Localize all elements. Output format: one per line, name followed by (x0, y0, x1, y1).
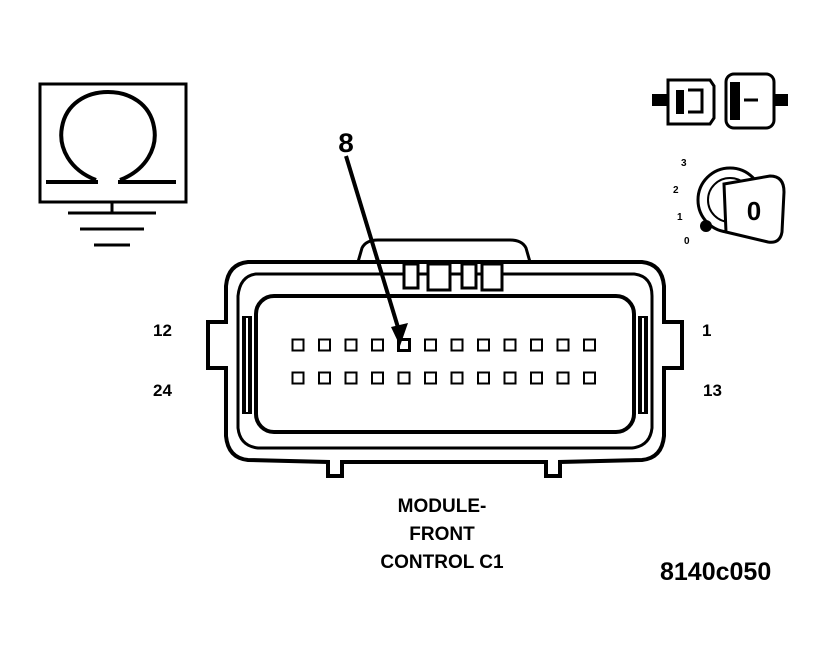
ignition-key-label: 0 (747, 196, 761, 226)
cavity-21 (371, 371, 384, 385)
cavity-23 (318, 371, 331, 385)
connector-title-line-1: MODULE- (398, 496, 487, 517)
connector-title-line-3: CONTROL C1 (380, 552, 504, 573)
ignition-position-3: 3 (681, 158, 687, 169)
cavity-9 (371, 338, 384, 352)
cavity-10 (344, 338, 358, 352)
figure-code: 8140c050 (660, 558, 771, 586)
ignition-key-icon: 0 3 2 1 0 (673, 158, 786, 247)
ohmmeter-ground-icon (38, 82, 188, 247)
ignition-position-2: 2 (673, 185, 679, 196)
connector-title-line-2: FRONT (409, 524, 475, 545)
cavity-7 (424, 338, 437, 352)
cavity-12 (291, 338, 305, 352)
cavity-4 (503, 338, 517, 352)
cavity-11 (318, 338, 331, 352)
pin-label-1: 1 (702, 321, 711, 340)
cavity-grid (291, 338, 596, 385)
cavity-14 (556, 371, 570, 385)
connector-unplugged-icon (652, 72, 788, 130)
callout-label: 8 (338, 130, 355, 161)
cavity-24 (291, 371, 305, 385)
cavity-2 (556, 338, 570, 352)
cavity-16 (503, 371, 517, 385)
cavity-15 (530, 371, 543, 385)
cavity-8 (397, 338, 411, 352)
connector-housing (206, 238, 684, 478)
pin-label-13: 13 (703, 381, 722, 400)
cavity-3 (530, 338, 543, 352)
cavity-18 (450, 371, 464, 385)
cavity-19 (424, 371, 437, 385)
cavity-6 (450, 338, 464, 352)
cavity-13 (583, 371, 596, 385)
pin-label-24: 24 (153, 381, 172, 400)
ignition-position-1: 1 (677, 212, 683, 223)
cavity-1 (583, 338, 596, 352)
pin-label-12: 12 (153, 321, 172, 340)
cavity-22 (344, 371, 358, 385)
cavity-17 (477, 371, 490, 385)
ignition-position-0: 0 (684, 236, 690, 247)
callout: 8 (338, 130, 408, 346)
cavity-5 (477, 338, 490, 352)
cavity-20 (397, 371, 411, 385)
